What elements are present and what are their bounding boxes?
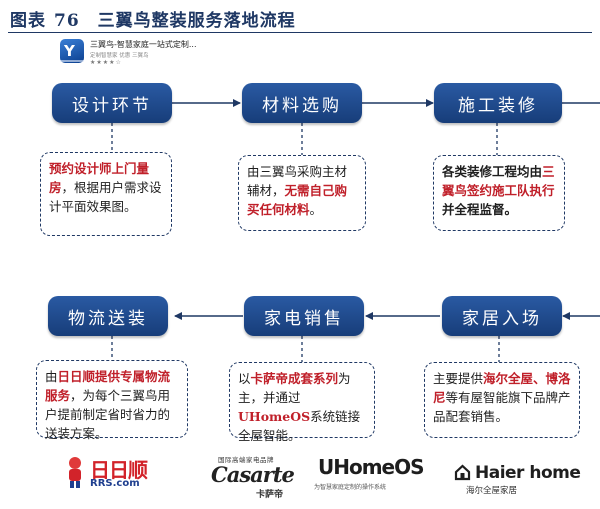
step-construction: 施工装修 xyxy=(434,83,562,123)
title-rule xyxy=(8,32,592,33)
haier-subtitle: 海尔全屋家居 xyxy=(466,486,518,496)
haier-house-icon xyxy=(454,464,471,481)
app-subtitle: 定制智慧家 优惠 三翼鸟 xyxy=(90,53,149,59)
note-segment: 以 xyxy=(238,371,251,386)
rrs-mascot-icon xyxy=(69,457,81,488)
casarte-logo: Casarte xyxy=(211,462,295,487)
casarte-cn: 卡萨帝 xyxy=(256,490,284,500)
step-logistics: 物流送装 xyxy=(48,296,168,336)
casarte-tagline: 国际高端家电品牌 xyxy=(218,456,274,464)
note-segment: 系统链接全屋智能。 xyxy=(238,409,361,443)
figure-number: 76 xyxy=(54,11,80,31)
note-segment: 预约设计师上门量房 xyxy=(49,161,150,195)
note-segment: 日日顺提供专属物流服务 xyxy=(45,369,171,403)
app-name: 三翼鸟-智慧家庭一站式定制... xyxy=(90,40,197,49)
note-segment: 三翼鸟签约施工队执行 xyxy=(442,164,555,198)
note-design: 预约设计师上门量房，根据用户需求设计平面效果图。 xyxy=(40,152,172,236)
note-material: 由三翼鸟采购主材辅材，无需自己购买任何材料。 xyxy=(238,155,366,231)
figure-caption: 三翼鸟整装服务落地流程 xyxy=(97,11,296,31)
step-furniture: 家居入场 xyxy=(442,296,562,336)
note-segment: 由三翼鸟采购主材辅材， xyxy=(247,164,348,198)
note-segment: 主要提供 xyxy=(433,371,484,386)
note-segment: 无需自己购买任何材料 xyxy=(247,183,348,217)
step-design: 设计环节 xyxy=(52,83,172,123)
note-segment: ，为每个三翼鸟用户提前制定省时省力的送装方案。 xyxy=(45,388,171,441)
figure-label: 图表 xyxy=(10,11,46,31)
note-segment: 。 xyxy=(309,202,323,217)
step-appliance: 家电销售 xyxy=(244,296,364,336)
note-furniture: 主要提供海尔全屋、博洛尼等有屋智能旗下品牌产品配套销售。 xyxy=(424,362,580,438)
note-appliance: 以卡萨帝成套系列为主，并通过 UHomeOS系统链接全屋智能。 xyxy=(229,362,375,443)
note-construction: 各类装修工程均由三翼鸟签约施工队执行并全程监督。 xyxy=(433,155,565,231)
note-segment: UHomeOS xyxy=(238,409,311,424)
note-segment: 由 xyxy=(45,369,58,384)
uhomeos-subtitle: 为智慧家庭定制的操作系统 xyxy=(314,484,387,491)
note-segment: 卡萨帝成套系列 xyxy=(250,371,339,386)
app-rating: ★★★★☆ xyxy=(90,59,122,66)
app-card[interactable]: Y 三翼鸟-智慧家庭一站式定制... 定制智慧家 优惠 三翼鸟 ★★★★☆ xyxy=(60,39,220,75)
note-segment: ，根据用户需求设计平面效果图。 xyxy=(49,180,162,214)
app-icon: Y xyxy=(60,39,84,63)
uhomeos-logo: UHomeOS xyxy=(318,455,425,479)
note-segment: 各类装修工程均由 xyxy=(442,164,543,179)
figure-title: 图表 76 三翼鸟整装服务落地流程 xyxy=(10,6,296,31)
note-segment: 并全程监督。 xyxy=(442,202,518,217)
rrs-logo-url: RRS.com xyxy=(90,478,140,489)
note-segment: 为主，并通过 xyxy=(238,371,351,405)
haier-logo: Haier home xyxy=(475,463,581,483)
rrs-logo-name: 日日顺 xyxy=(90,458,148,482)
note-segment: 等有屋智能旗下品牌产品配套销售。 xyxy=(433,390,571,424)
note-segment: 海尔全屋、博洛尼 xyxy=(433,371,571,405)
note-logistics: 由日日顺提供专属物流服务，为每个三翼鸟用户提前制定省时省力的送装方案。 xyxy=(36,360,188,441)
step-material: 材料选购 xyxy=(242,83,362,123)
